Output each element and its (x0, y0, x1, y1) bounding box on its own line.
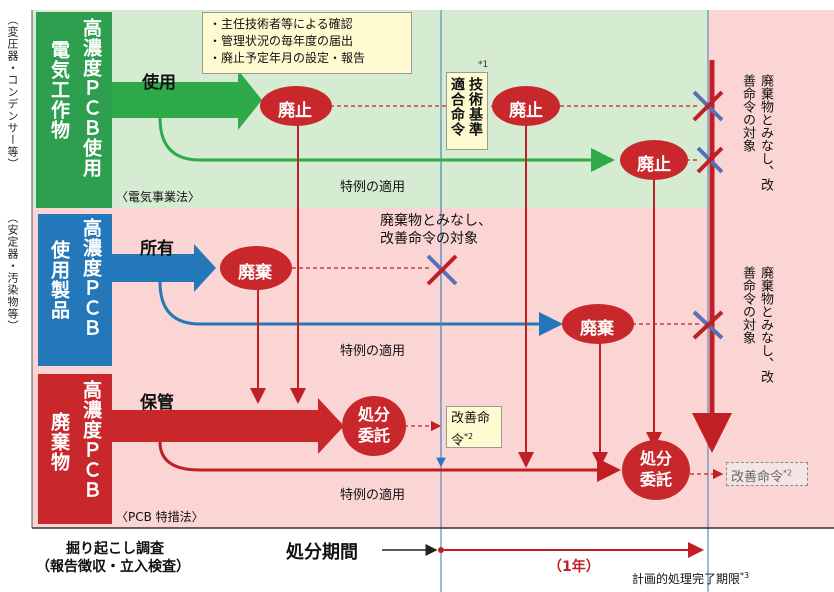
special-rule-path-2 (158, 281, 563, 336)
bullet-item: ・主任技術者等による確認 (209, 17, 353, 31)
node-abolish-2 (492, 86, 560, 126)
node-dispose-2 (562, 304, 634, 344)
cross-icon (426, 90, 724, 340)
node-abolish-1 (260, 86, 332, 126)
row-title-2: 高濃度ＰＣＢ (80, 218, 102, 338)
node-label: 廃止 (637, 155, 671, 175)
one-year-label: （1年） (548, 559, 600, 575)
action-use: 使用 (142, 73, 176, 93)
row-band-products (38, 214, 112, 366)
improve-order-box-deadline: 改善命令*2 (726, 462, 808, 486)
node-label: 廃止 (278, 101, 312, 121)
node-label: 処分委託 (639, 449, 672, 489)
node-label: 廃止 (509, 101, 543, 121)
bullet-item: ・廃止予定年月の設定・報告 (209, 51, 366, 65)
special-rule-label: 特例の適用 (340, 344, 406, 359)
side-label-bottom: （安定器・汚染物等） (6, 212, 19, 332)
deadline-label: 計画的処理完了期限*3 (632, 571, 750, 586)
special-rule-path-3 (158, 441, 621, 482)
action-store: 保管 (140, 393, 174, 413)
node-consign-1 (342, 396, 406, 456)
side-label-top: （変圧器・コンデンサー等） (6, 14, 19, 170)
deemed-waste-label-middle: 廃棄物とみなし、改善命令の対象 (380, 213, 492, 247)
own-arrow (112, 244, 216, 292)
node-label: 廃棄 (238, 263, 272, 283)
improve-order-box: 改善命令*2 (446, 406, 502, 448)
action-own: 所有 (140, 239, 174, 259)
special-rule-label: 特例の適用 (340, 488, 406, 503)
deemed-waste-label-right-1: 廃棄物とみなし、改善命令の対象 (740, 74, 773, 191)
requirements-box: ・主任技術者等による確認 ・管理状況の毎年度の届出 ・廃止予定年月の設定・報告 (202, 12, 412, 74)
law-pcb: 〈PCB 特措法〉 (116, 510, 204, 524)
law-electric: 〈電気事業法〉 (116, 190, 201, 204)
row-title-1: 高濃度ＰＣＢ使用 (80, 18, 102, 178)
node-abolish-3 (620, 140, 688, 180)
row-prefix-2: 使用製品 (48, 240, 70, 320)
deemed-waste-label-right-2: 廃棄物とみなし、改善命令の対象 (740, 266, 773, 383)
special-rule-label: 特例の適用 (340, 180, 406, 195)
special-rule-path-1 (158, 117, 615, 172)
survey-label: 掘り起こし調査 (66, 541, 164, 557)
row-prefix-3: 廃棄物 (48, 412, 70, 472)
node-dispose-1 (220, 246, 292, 290)
tech-order-note: *1 (478, 60, 489, 70)
tech-order-box: 技術基準適合命令 (446, 72, 488, 150)
survey-sublabel: （報告徴収・立入検査） (36, 559, 190, 575)
use-arrow (112, 70, 262, 130)
node-label: 処分委託 (357, 405, 390, 445)
tech-order-text: 技術基準適合命令 (449, 77, 483, 137)
row-title-3: 高濃度ＰＣＢ (80, 380, 102, 500)
node-label: 廃棄 (580, 319, 614, 339)
store-arrow (112, 398, 344, 454)
node-consign-2 (622, 440, 690, 500)
row-prefix-1: 電気工作物 (48, 40, 70, 140)
row-band-waste (38, 374, 112, 524)
row-band-electrical (36, 12, 112, 208)
bullet-item: ・管理状況の毎年度の届出 (209, 34, 354, 48)
disposal-period-label: 処分期間 (286, 542, 358, 563)
